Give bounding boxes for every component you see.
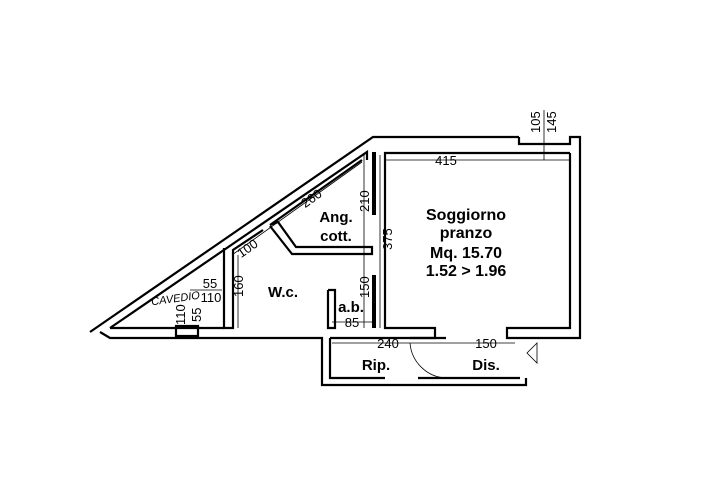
dimension-labels: 415 105 145 375 210 260 100 160 150 85 2… (173, 111, 559, 351)
kitchenette-label: Ang. (319, 209, 352, 226)
ab-label: a.b. (338, 299, 364, 316)
corridor-label: Dis. (472, 357, 500, 374)
wc-label: W.c. (268, 284, 298, 301)
living-area: Mq. 15.70 (430, 245, 502, 262)
kitchenette-label-2: cott. (320, 228, 352, 245)
dim-shaft-d: 110 (173, 304, 188, 325)
dim-window-a: 105 (528, 111, 543, 133)
storage-label: Rip. (362, 357, 390, 374)
dim-wc-height: 160 (231, 275, 246, 297)
dim-shaft-c: 55 (189, 308, 204, 322)
dimension-lines (190, 110, 570, 344)
dim-shaft-b: 110 (201, 290, 222, 305)
dim-shaft-a: 55 (203, 276, 217, 291)
living-ratio: 1.52 > 1.96 (426, 263, 507, 280)
walls (89, 135, 582, 387)
dim-window-b: 145 (544, 111, 559, 133)
dim-living-depth: 375 (380, 228, 395, 250)
dim-ab-height: 150 (357, 276, 372, 298)
room-labels: Soggiorno pranzo Mq. 15.70 1.52 > 1.96 A… (151, 207, 507, 374)
dim-living-width: 415 (435, 153, 457, 168)
dim-kitchen-wall: 210 (357, 190, 372, 212)
dim-corridor-width: 150 (475, 336, 497, 351)
living-name: Soggiorno (426, 207, 506, 224)
living-name-2: pranzo (440, 225, 493, 242)
dim-storage-width: 240 (377, 336, 399, 351)
dim-ab-width: 85 (345, 315, 359, 330)
